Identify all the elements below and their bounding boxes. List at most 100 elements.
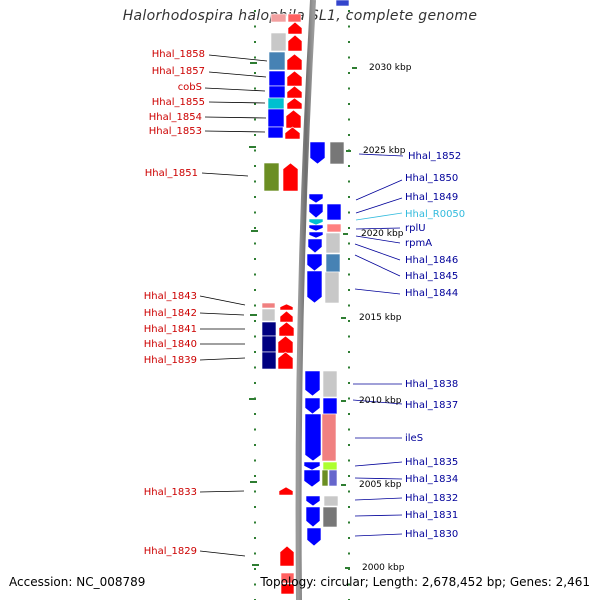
scale-tick xyxy=(341,484,346,486)
leader-line xyxy=(354,514,403,517)
gene-labels-left: Hhal_1858Hhal_1857cobSHhal_1855Hhal_1854… xyxy=(144,49,205,557)
leader-line xyxy=(201,172,249,177)
gene-label-left: Hhal_1854 xyxy=(149,112,202,123)
gene-arrow xyxy=(286,97,303,110)
gene-label-left: Hhal_1833 xyxy=(144,487,197,498)
feature-box xyxy=(263,162,280,192)
feature-box xyxy=(261,302,276,309)
scale-tick xyxy=(352,67,357,69)
gene-arrow xyxy=(279,310,294,323)
gene-arrow xyxy=(277,351,294,370)
feature-box xyxy=(324,271,340,304)
gene-arrow xyxy=(304,413,322,462)
feature-box xyxy=(328,469,338,487)
gene-arrow xyxy=(308,193,324,204)
feature-box xyxy=(270,13,287,23)
scale-tick xyxy=(252,564,259,566)
leader-line xyxy=(208,101,266,104)
scale-tick xyxy=(250,481,257,483)
scale-tick xyxy=(341,400,346,402)
scale-tick xyxy=(346,150,351,152)
gene-arrow xyxy=(279,303,294,311)
gene-label-right: Hhal_1850 xyxy=(405,173,458,184)
scale-tick xyxy=(343,233,348,235)
gene-label-right: Hhal_R0050 xyxy=(405,209,465,220)
feature-box xyxy=(325,232,341,254)
gene-arrow xyxy=(308,231,324,239)
scale-label: 2025 kbp xyxy=(363,146,406,156)
gene-label-right: Hhal_1834 xyxy=(405,474,458,485)
leader-line xyxy=(354,288,401,295)
feature-box xyxy=(268,85,286,99)
leader-line xyxy=(199,550,246,557)
gene-labels-right: Hhal_1852Hhal_1850Hhal_1849Hhal_R0050rpl… xyxy=(405,151,465,540)
leader-line xyxy=(199,312,245,316)
feature-box xyxy=(287,13,302,23)
scale-tick xyxy=(250,62,257,64)
leader-line xyxy=(352,399,403,405)
gene-arrow xyxy=(306,253,323,272)
feature-box xyxy=(325,253,341,273)
gene-label-left: Hhal_1829 xyxy=(144,546,197,557)
scale-label: 2030 kbp xyxy=(369,63,412,73)
gene-arrow xyxy=(308,224,324,232)
gene-arrow xyxy=(286,53,303,71)
leader-line xyxy=(208,54,268,62)
leader-line xyxy=(355,212,403,221)
gene-arrow xyxy=(306,527,322,547)
leader-line xyxy=(208,71,267,78)
feature-box xyxy=(261,321,277,337)
gene-arrow xyxy=(282,162,299,192)
leader-line xyxy=(355,235,401,244)
gene-arrow xyxy=(279,545,295,567)
scale-label: 2020 kbp xyxy=(361,229,404,239)
gene-label-right: Hhal_1835 xyxy=(405,457,458,468)
tick-column-left xyxy=(254,10,256,600)
gene-label-left: Hhal_1851 xyxy=(145,168,198,179)
gene-label-right: Hhal_1849 xyxy=(405,192,458,203)
leader-line xyxy=(355,179,403,201)
feature-box xyxy=(326,203,342,221)
scale-tick xyxy=(251,230,258,232)
feature-box xyxy=(261,335,277,353)
feature-box xyxy=(326,223,342,233)
gene-arrow xyxy=(284,126,301,140)
gene-label-right: Hhal_1846 xyxy=(405,255,458,266)
gene-label-right: Hhal_1837 xyxy=(405,400,458,411)
gene-arrow xyxy=(286,70,303,87)
gene-arrow xyxy=(287,34,303,52)
feature-box xyxy=(261,351,277,370)
leader-line xyxy=(354,461,403,467)
leader-line xyxy=(354,477,403,480)
label-leaders xyxy=(199,54,404,557)
feature-box xyxy=(268,51,286,71)
gene-arrow xyxy=(303,461,321,471)
gene-label-left: Hhal_1840 xyxy=(144,339,197,350)
gene-label-left: Hhal_1855 xyxy=(152,97,205,108)
leader-line xyxy=(199,357,246,361)
leader-line xyxy=(354,243,401,261)
gene-label-left: Hhal_1853 xyxy=(149,126,202,137)
tick-column-right xyxy=(348,10,350,600)
scale-tick xyxy=(249,398,256,400)
gene-arrow xyxy=(304,397,321,415)
gene-label-right: Hhal_1844 xyxy=(405,288,458,299)
scale-label: 2010 kbp xyxy=(359,396,402,406)
feature-box xyxy=(322,397,338,415)
scale-label: 2000 kbp xyxy=(362,563,405,573)
gene-arrow xyxy=(303,469,321,488)
feature-box xyxy=(335,0,350,7)
gene-label-left: Hhal_1841 xyxy=(144,324,197,335)
gene-label-left: Hhal_1858 xyxy=(152,49,205,60)
gene-label-left: Hhal_1842 xyxy=(144,308,197,319)
feature-box xyxy=(267,126,284,139)
gene-label-right: rpmA xyxy=(405,238,432,249)
gene-arrow xyxy=(308,218,324,226)
feature-box xyxy=(270,32,287,52)
feature-box xyxy=(268,70,286,87)
feature-box xyxy=(261,308,276,322)
gene-arrow xyxy=(305,506,321,528)
backbone xyxy=(295,0,316,600)
